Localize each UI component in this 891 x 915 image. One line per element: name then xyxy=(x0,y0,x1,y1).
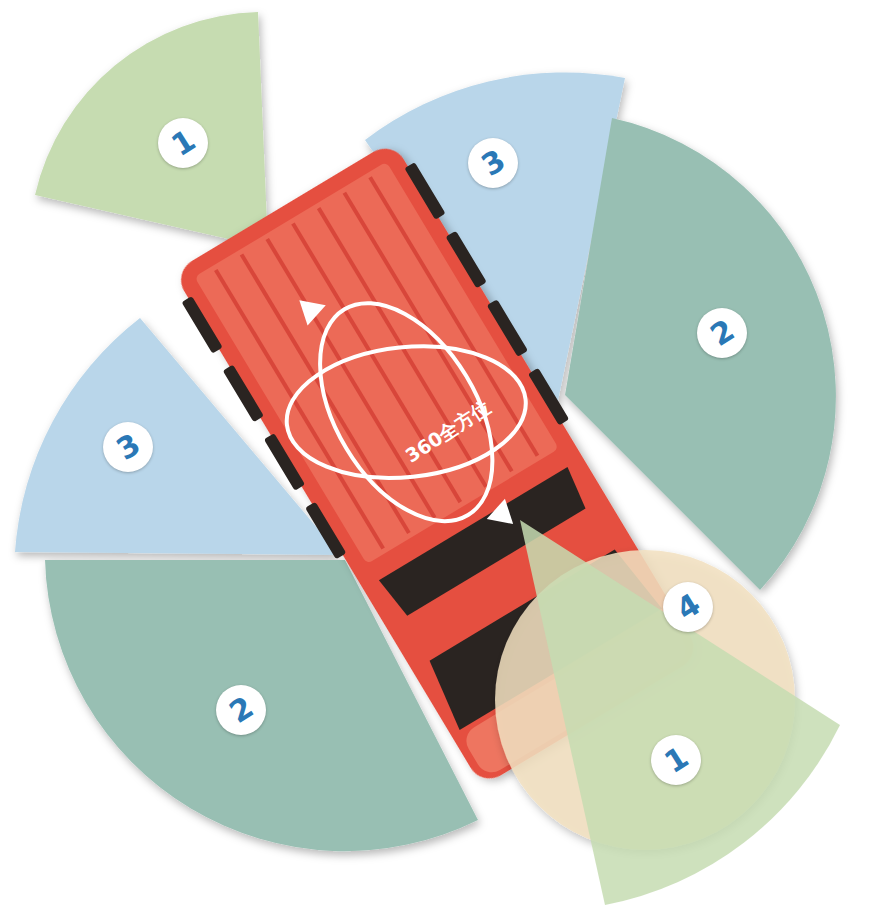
callout-number: 2 xyxy=(224,692,258,729)
callout-number: 2 xyxy=(705,315,739,352)
callout-circle: 1 xyxy=(158,118,208,168)
callout-number: 1 xyxy=(659,742,693,779)
callout-circle: 2 xyxy=(216,685,266,735)
callout-circle: 3 xyxy=(103,422,153,472)
callout-circle: 1 xyxy=(651,735,701,785)
sensor-sector xyxy=(35,12,268,248)
callout-circle: 3 xyxy=(468,138,518,188)
callout-number: 1 xyxy=(166,125,200,162)
sensor-sector xyxy=(520,520,840,905)
callout-number: 4 xyxy=(671,589,705,626)
callout-number: 3 xyxy=(476,145,510,182)
callout-circle: 4 xyxy=(663,582,713,632)
callout-circle: 2 xyxy=(697,308,747,358)
callout-number: 3 xyxy=(111,429,145,466)
